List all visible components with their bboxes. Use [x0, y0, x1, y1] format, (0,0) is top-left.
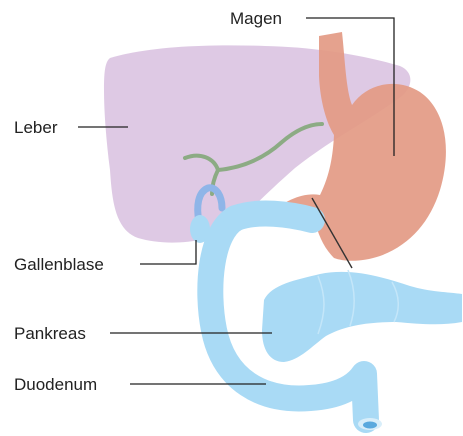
label-gallenblase: Gallenblase: [14, 255, 104, 274]
label-duodenum: Duodenum: [14, 375, 97, 394]
label-magen: Magen: [230, 9, 282, 28]
duodenum-inner-edge: [246, 232, 268, 300]
label-leber: Leber: [14, 118, 58, 137]
duodenum-lumen: [363, 422, 377, 429]
label-pankreas: Pankreas: [14, 324, 86, 343]
pancreas-shape: [262, 272, 462, 362]
gallenblase-leader: [140, 240, 196, 264]
duodenum-upper: [236, 214, 312, 220]
